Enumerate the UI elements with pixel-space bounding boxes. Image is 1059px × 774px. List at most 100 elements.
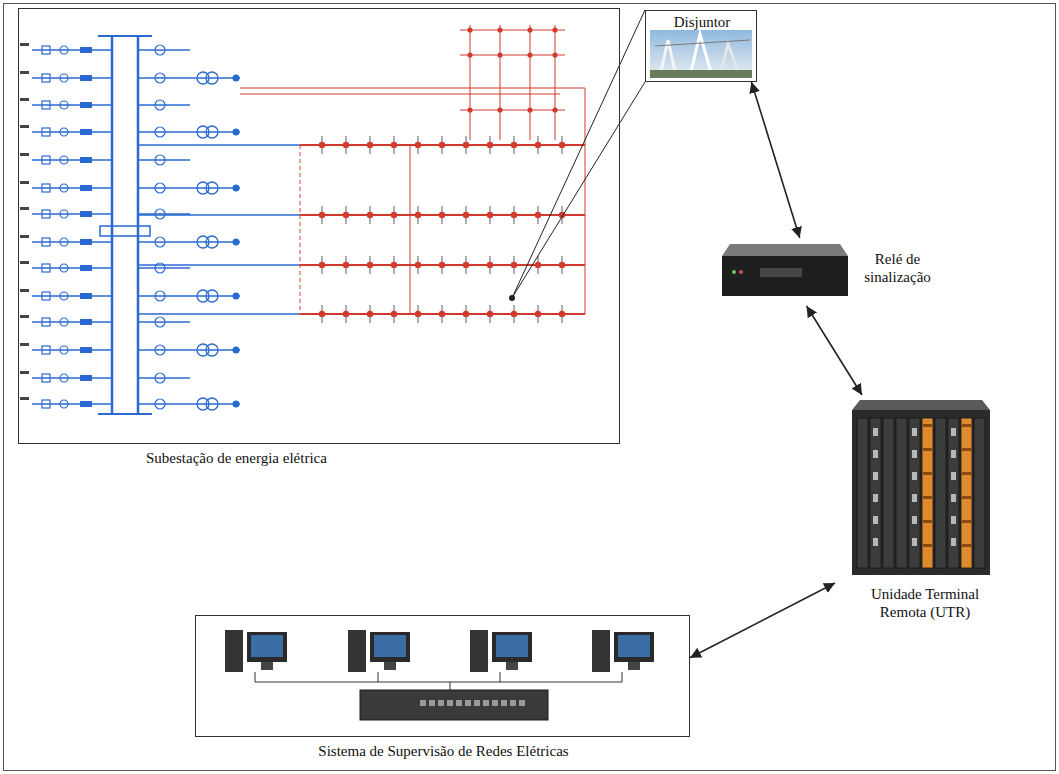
feeder-line — [32, 213, 112, 215]
feeder-line — [138, 377, 190, 379]
rack-module — [935, 418, 946, 568]
switch-symbol — [42, 374, 50, 382]
pole-dot — [535, 311, 541, 317]
rtu-node: Unidade Terminal Remota (UTR) — [835, 395, 1015, 630]
pole-dot — [343, 142, 349, 148]
pole-dot — [319, 142, 325, 148]
distribution-line — [530, 25, 531, 140]
pole-dot — [367, 142, 373, 148]
pc-monitor — [247, 632, 287, 662]
pole-dot — [367, 212, 373, 218]
pole-dot — [552, 27, 557, 32]
module-connector — [951, 428, 956, 436]
feeder-line — [138, 321, 190, 323]
ct-symbol — [60, 46, 68, 54]
double-arrow — [690, 583, 835, 658]
breaker-symbol — [80, 185, 92, 191]
network-cable — [255, 682, 622, 683]
pole-dot — [497, 27, 502, 32]
busbar — [98, 35, 152, 37]
pole-dot — [319, 311, 325, 317]
breaker-symbol — [80, 293, 92, 299]
ct-symbol — [60, 400, 68, 408]
module-connector — [951, 494, 956, 502]
switch-port — [420, 700, 426, 706]
node-dot — [233, 129, 240, 136]
feeder-line — [138, 159, 190, 161]
node-label: Disjuntor — [646, 13, 758, 31]
rack-module — [870, 418, 881, 568]
pole-dot — [343, 311, 349, 317]
tie-line — [300, 145, 301, 314]
single-line-diagram — [20, 25, 585, 414]
node-label: Relé de sinalização — [855, 250, 940, 286]
pole-dot — [467, 52, 472, 57]
pole-dot — [415, 262, 421, 268]
pc-monitor — [492, 632, 532, 662]
module-connector — [873, 472, 878, 480]
ct-symbol — [155, 127, 165, 137]
ct-symbol — [155, 183, 165, 193]
feeder-line — [138, 77, 240, 79]
transformer-symbol — [206, 290, 218, 302]
pole-dot — [439, 262, 445, 268]
ct-symbol — [155, 45, 165, 55]
pole-dot — [535, 142, 541, 148]
distribution-line — [470, 25, 471, 140]
distribution-line — [555, 25, 556, 140]
ct-symbol — [155, 155, 165, 165]
switch-port — [501, 700, 507, 706]
distribution-line — [240, 87, 585, 88]
pole-dot — [527, 52, 532, 57]
pole-dot — [467, 27, 472, 32]
tag-mark — [20, 289, 29, 292]
ct-symbol — [60, 184, 68, 192]
transformer-symbol — [206, 72, 218, 84]
pc-screen — [374, 635, 406, 657]
photo-sky — [650, 30, 752, 78]
module-connector — [912, 538, 917, 546]
module-connector — [873, 516, 878, 524]
busbar — [111, 36, 114, 414]
pole-dot — [559, 311, 565, 317]
module-stripe — [962, 448, 971, 451]
tag-mark — [20, 397, 29, 400]
rack-module — [922, 418, 933, 568]
tag-mark — [20, 261, 29, 264]
ct-symbol — [155, 291, 165, 301]
pole-dot — [497, 107, 502, 112]
switch-symbol — [42, 264, 50, 272]
feeder-line — [138, 267, 190, 269]
supervision-box: Sistema de Supervisão de Redes Elétricas — [195, 615, 690, 737]
module-stripe — [962, 544, 971, 547]
module-stripe — [923, 448, 932, 451]
breaker-symbol — [80, 211, 92, 217]
pc-tower — [470, 630, 488, 672]
switch-symbol — [42, 128, 50, 136]
transformer-symbol — [206, 398, 218, 410]
breaker-symbol — [80, 47, 92, 53]
module-connector — [912, 494, 917, 502]
node-dot — [233, 293, 240, 300]
ct-symbol — [60, 318, 68, 326]
tag-mark — [20, 343, 29, 346]
switch-port — [474, 700, 480, 706]
photo-ground — [650, 70, 752, 78]
switch-symbol — [42, 210, 50, 218]
feeder-line — [138, 295, 240, 297]
feeder-line — [32, 321, 112, 323]
distribution-line — [460, 110, 565, 111]
node-dot — [233, 185, 240, 192]
relay-top — [722, 244, 848, 256]
pc-monitor — [614, 632, 654, 662]
tag-mark — [20, 71, 29, 74]
rack-module — [896, 418, 907, 568]
network-cable — [450, 682, 451, 690]
tag-mark — [20, 235, 29, 238]
tag-mark — [20, 181, 29, 184]
pole-dot — [552, 52, 557, 57]
rtu-rack — [852, 400, 990, 575]
feeder-line — [32, 349, 112, 351]
breaker-symbol — [80, 319, 92, 325]
